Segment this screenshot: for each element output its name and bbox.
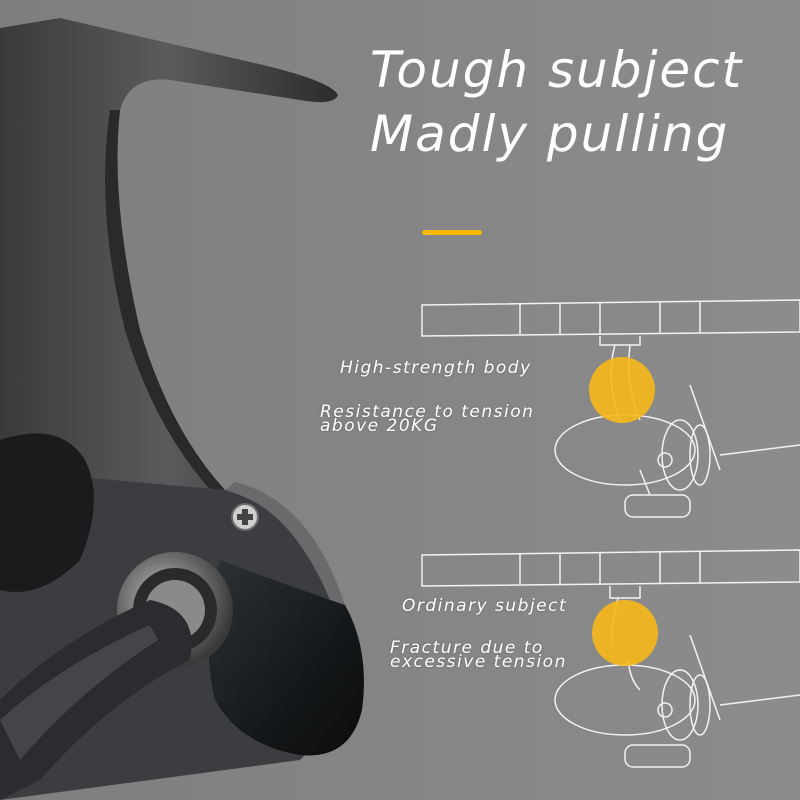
bottom-panel-detail: Fracture due to excessive tension xyxy=(390,638,567,672)
top-highlight-spot xyxy=(589,357,655,423)
reel-handle xyxy=(0,552,233,800)
top-panel-detail-line-2: above 20KG xyxy=(320,416,439,436)
headline-line-2: Madly pulling xyxy=(370,105,730,163)
top-panel-detail-line-1: Resistance to tension xyxy=(320,402,535,422)
top-panel-title: High-strength body xyxy=(340,358,532,378)
headline-line-1: Tough subject xyxy=(370,41,744,99)
reel-rotor-arm xyxy=(0,18,338,520)
headline: Tough subject Madly pulling xyxy=(370,38,790,166)
reel-side-cover xyxy=(208,560,364,756)
bottom-highlight-spot xyxy=(592,600,658,666)
bottom-rod-diagram xyxy=(421,549,800,768)
top-panel-detail: Resistance to tension above 20KG xyxy=(320,402,535,436)
bottom-panel-title: Ordinary subject xyxy=(402,596,568,616)
screw-icon xyxy=(231,503,259,531)
bottom-panel-detail-line-2: excessive tension xyxy=(390,652,567,672)
accent-divider xyxy=(422,230,482,235)
bottom-panel-detail-line-1: Fracture due to xyxy=(390,638,544,658)
